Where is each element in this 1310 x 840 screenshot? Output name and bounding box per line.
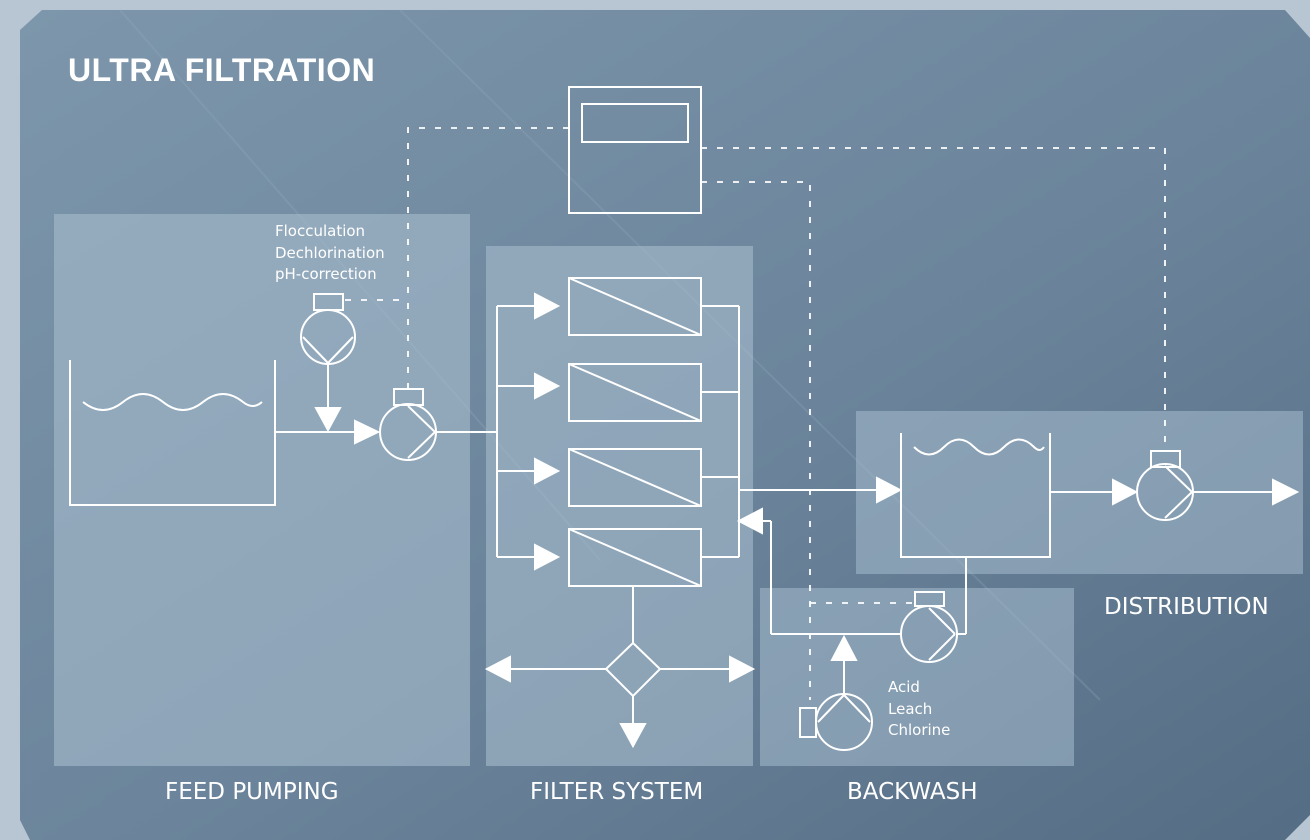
outlet-manifold xyxy=(701,305,903,558)
chemical-label: Chlorine xyxy=(888,721,951,739)
outlet-arrow xyxy=(1272,478,1300,506)
chemical-label: Leach xyxy=(888,699,933,718)
feed-arrow xyxy=(354,419,381,445)
chemical-pump-icon xyxy=(799,634,873,751)
dosing-label: Dechlorination xyxy=(275,243,385,262)
filter-module xyxy=(568,363,702,422)
filter-module xyxy=(568,277,702,336)
feed-pumping-panel xyxy=(54,214,470,766)
control-signal-lines xyxy=(345,127,1166,700)
drain-valve-icon xyxy=(484,586,756,749)
filter-module xyxy=(568,528,702,587)
distribution-arrow xyxy=(1112,478,1139,506)
section-label-filter-system: FILTER SYSTEM xyxy=(530,779,704,805)
distribution-tank xyxy=(900,433,1051,558)
feed-tank xyxy=(69,360,276,506)
backwash-chemical-labels: Acid Leach Chlorine xyxy=(888,677,950,742)
page-title: ULTRA FILTRATION xyxy=(68,52,376,88)
dosing-pump-icon xyxy=(300,293,356,433)
chemical-label: Acid xyxy=(888,678,920,696)
feed-pump-icon xyxy=(379,388,437,461)
filter-module xyxy=(568,448,702,507)
backwash-pump-icon xyxy=(736,507,967,663)
dosing-label: pH-correction xyxy=(275,265,377,283)
section-label-backwash: BACKWASH xyxy=(847,779,978,805)
control-unit xyxy=(568,86,702,214)
dosing-label: Flocculation xyxy=(275,222,366,240)
section-label-feed-pumping: FEED PUMPING xyxy=(165,779,339,805)
dosing-labels: Flocculation Dechlorination pH-correctio… xyxy=(275,221,385,286)
section-label-distribution: DISTRIBUTION xyxy=(1104,594,1269,620)
inlet-manifold xyxy=(436,292,561,571)
distribution-pump-icon xyxy=(1136,450,1194,521)
